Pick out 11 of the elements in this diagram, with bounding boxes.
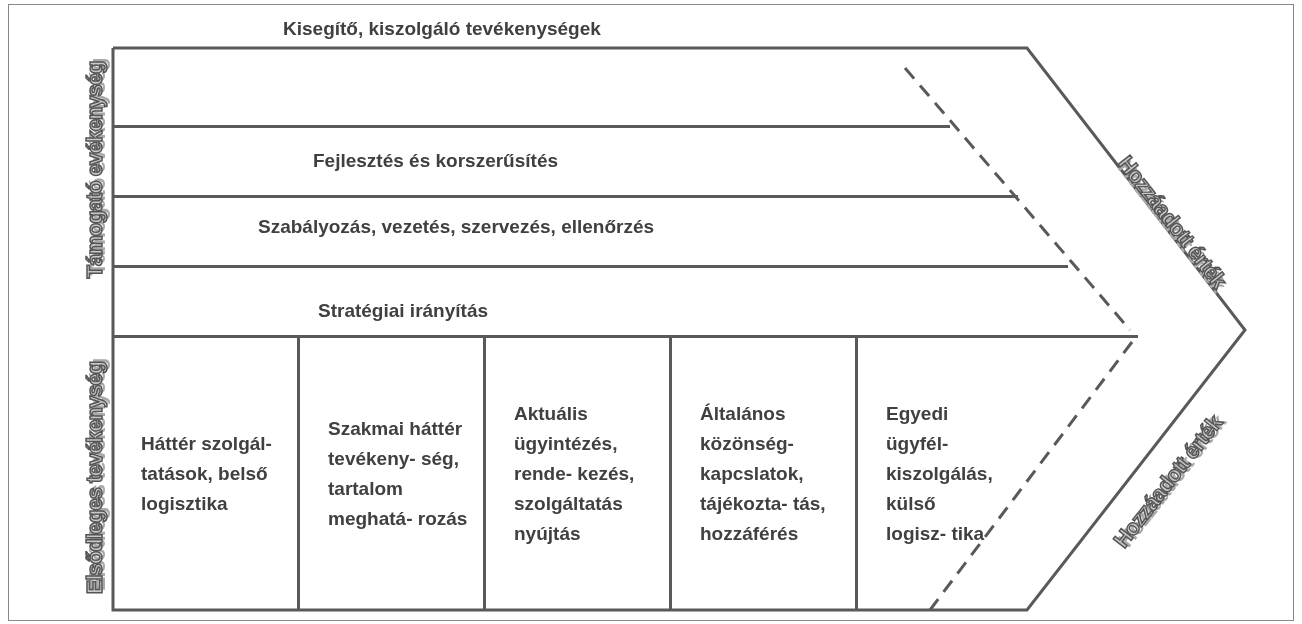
activity-text: Általános közönség- kapcslatok, tájékozta- tás, hozzáférés [700,402,827,546]
band-title: Szabályozás, vezetés, szervezés, ellenőrzés [258,216,655,238]
band-title: Fejlesztés és korszerűsítés [313,150,559,172]
band-title: Kisegítő, kiszolgáló tevékenységek [283,18,601,40]
activity-text: Szakmai háttér tevékeny- ség, tartalom meghatá- rozás [328,417,469,531]
activity-text: Aktuális ügyintézés, rende- kezés, szolgáltatás nyújtás [514,402,636,546]
side-label: Elsődleges tevékenység [82,361,109,595]
activity-text: Egyedi ügyfél- kiszolgálás, külső logisz- tika [886,402,994,546]
side-label: Támogató evékenység [82,61,108,279]
band-title: Stratégiai irányítás [318,300,489,322]
activity-text: Háttér szolgál- tatások, belső logisztika [141,432,273,516]
